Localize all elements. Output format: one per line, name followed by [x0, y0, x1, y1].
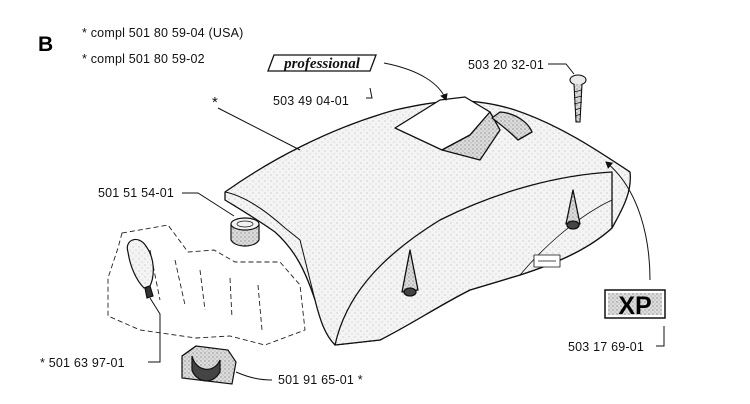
xp-badge-text: XP: [618, 292, 651, 319]
plug-part-number: 501 51 54-01: [98, 186, 175, 200]
choke-knob: [126, 238, 154, 299]
professional-decal-part-number: 503 49 04-01: [273, 94, 350, 108]
xp-decal-part-number: 503 17 69-01: [568, 340, 645, 354]
xp-badge: XP: [604, 289, 666, 319]
screw: [569, 74, 587, 123]
kit-standard-label: * compl 501 80 59-02: [82, 52, 205, 66]
knob-part-number: * 501 63 97-01: [40, 356, 125, 370]
professional-badge-text: professional: [282, 56, 361, 72]
kit-usa-label: * compl 501 80 59-04 (USA): [82, 26, 244, 40]
professional-badge: professional: [267, 54, 377, 72]
clip: [181, 345, 237, 385]
plug: [230, 217, 260, 247]
top-cover-marker: *: [212, 94, 219, 111]
chassis-outline: [107, 224, 306, 346]
clip-part-number: 501 91 65-01 *: [278, 373, 363, 387]
top-cover: [224, 96, 631, 346]
section-letter: B: [38, 33, 54, 56]
screw-part-number: 503 20 32-01: [468, 58, 545, 72]
leader-lines: [148, 62, 665, 381]
